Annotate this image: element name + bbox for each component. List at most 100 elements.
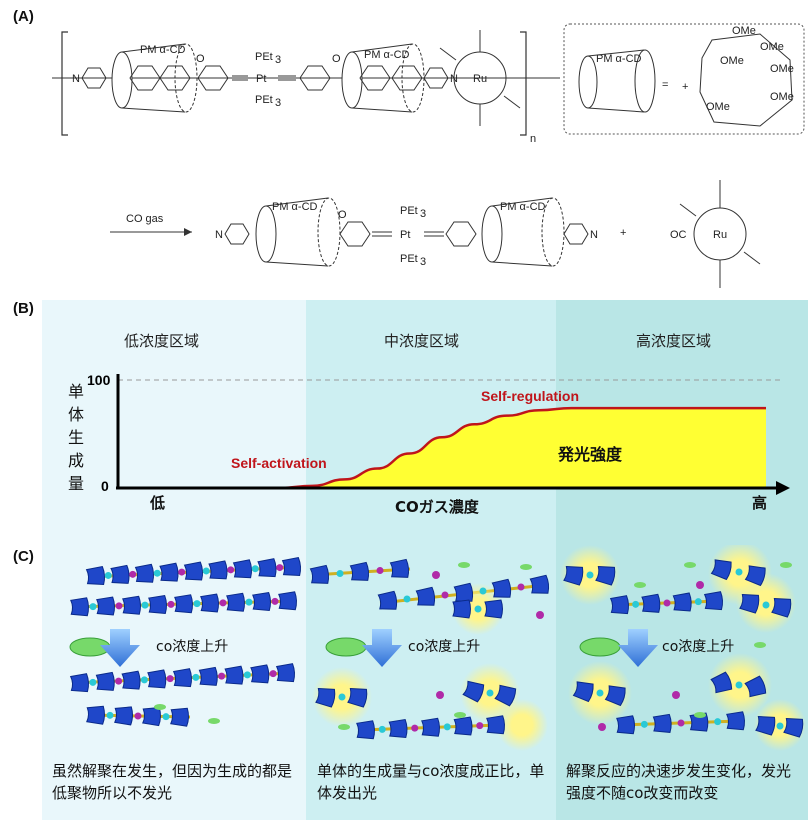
cd-unit: [148, 594, 167, 615]
linker-ball: [336, 570, 344, 577]
cd-unit: [595, 566, 616, 586]
x-high-label: 高: [752, 494, 768, 512]
svg-text:O: O: [332, 53, 341, 65]
pm-acd-legend-label: PM α-CD: [596, 53, 642, 65]
svg-text:+: +: [682, 81, 688, 93]
svg-text:N: N: [215, 229, 223, 241]
high-zone-cd-units: [563, 559, 804, 738]
x-axis-label: COガス濃度: [395, 498, 479, 516]
cd-unit: [172, 668, 193, 688]
svg-text:3: 3: [420, 208, 426, 220]
cd-unit: [232, 559, 253, 579]
linker-ball: [193, 600, 201, 608]
linker-ball: [219, 599, 227, 607]
down-arrow-mid: [362, 629, 402, 667]
cd-unit: [174, 594, 193, 614]
linker-ball: [106, 711, 114, 719]
linker-ball: [115, 602, 123, 610]
cd-unit: [744, 565, 766, 587]
cd-unit: [147, 669, 167, 689]
co-gas-label: CO gas: [126, 213, 164, 225]
svg-text:PEt: PEt: [255, 51, 273, 63]
svg-text:O: O: [338, 209, 347, 221]
linker-ball: [166, 675, 174, 683]
ru-porphyrin: [439, 30, 521, 126]
co-molecule: [684, 562, 696, 568]
y-tick-100: 100: [87, 372, 111, 388]
cd-cylinder-2: [341, 43, 425, 113]
svg-text:Ru: Ru: [473, 73, 487, 85]
svg-text:3: 3: [420, 256, 426, 268]
linker-ball: [153, 569, 161, 577]
cd-unit: [69, 673, 90, 693]
cd-unit: [122, 595, 141, 615]
cd-cylinder-1: [111, 43, 198, 113]
cd-unit: [389, 558, 410, 578]
cd-unit: [689, 712, 709, 732]
svg-text:+: +: [620, 227, 626, 239]
svg-text:3: 3: [275, 97, 281, 109]
svg-text:Pt: Pt: [400, 229, 410, 241]
cd-unit: [200, 593, 219, 613]
cd-unit: [96, 596, 115, 616]
cd-unit: [703, 591, 724, 611]
svg-text:N: N: [590, 229, 598, 241]
linker-ball: [104, 571, 112, 579]
cd-unit: [609, 595, 630, 615]
linker-ball: [403, 595, 411, 603]
co-molecule: [694, 712, 706, 718]
linker-ball: [218, 672, 226, 680]
cd-unit: [494, 684, 517, 707]
co-molecule: [432, 571, 440, 579]
cd-unit: [278, 591, 297, 611]
svg-text:PM α-CD: PM α-CD: [272, 201, 318, 213]
down-arrow-high: [618, 629, 658, 667]
cd-unit: [356, 720, 375, 740]
cd-unit: [452, 599, 471, 619]
co-pellet-mid: [325, 637, 367, 657]
panel-c-label: (C): [13, 548, 34, 565]
cd-unit: [170, 707, 189, 727]
linker-ball: [632, 600, 640, 608]
cd-unit: [486, 715, 505, 735]
cd-unit: [114, 706, 133, 726]
cd-unit: [484, 599, 503, 619]
cd-unit: [641, 593, 661, 613]
cd-unit: [755, 716, 776, 736]
cd-unit: [739, 594, 760, 614]
linker-ball: [243, 671, 251, 679]
co-rise-high: co浓度上升: [662, 639, 735, 655]
cd-unit: [710, 671, 733, 694]
linker-ball: [271, 597, 279, 605]
linker-ball: [162, 713, 170, 721]
svg-text:3: 3: [275, 54, 281, 66]
cd-unit: [726, 711, 745, 731]
cd-unit: [95, 671, 115, 691]
cd-unit: [347, 688, 368, 708]
linker-ball: [134, 712, 142, 720]
panel-a-label: (A): [13, 8, 34, 25]
cd-unit: [224, 665, 244, 685]
co-molecule: [634, 582, 646, 588]
cd-unit: [134, 563, 155, 583]
cd-unit: [121, 670, 141, 690]
cd-unit: [183, 561, 204, 581]
cd-unit: [250, 664, 270, 684]
cd-unit: [275, 663, 296, 683]
down-arrow-low: [100, 629, 140, 667]
co-molecule: [754, 642, 766, 648]
svg-text:PEt: PEt: [400, 253, 418, 265]
cd-unit: [491, 578, 512, 598]
linker-ball: [640, 720, 648, 728]
cd-unit: [563, 566, 584, 586]
cd-unit: [672, 592, 692, 612]
cd-unit: [377, 590, 398, 610]
caption-mid: 单体的生成量与co浓度成正比，单体发出光: [317, 762, 545, 802]
linker-ball: [735, 568, 743, 576]
cd-unit: [252, 591, 271, 612]
svg-text:PEt: PEt: [400, 205, 418, 217]
linker-ball: [476, 722, 484, 730]
linker-ball: [338, 693, 346, 701]
cd-unit: [85, 565, 106, 586]
